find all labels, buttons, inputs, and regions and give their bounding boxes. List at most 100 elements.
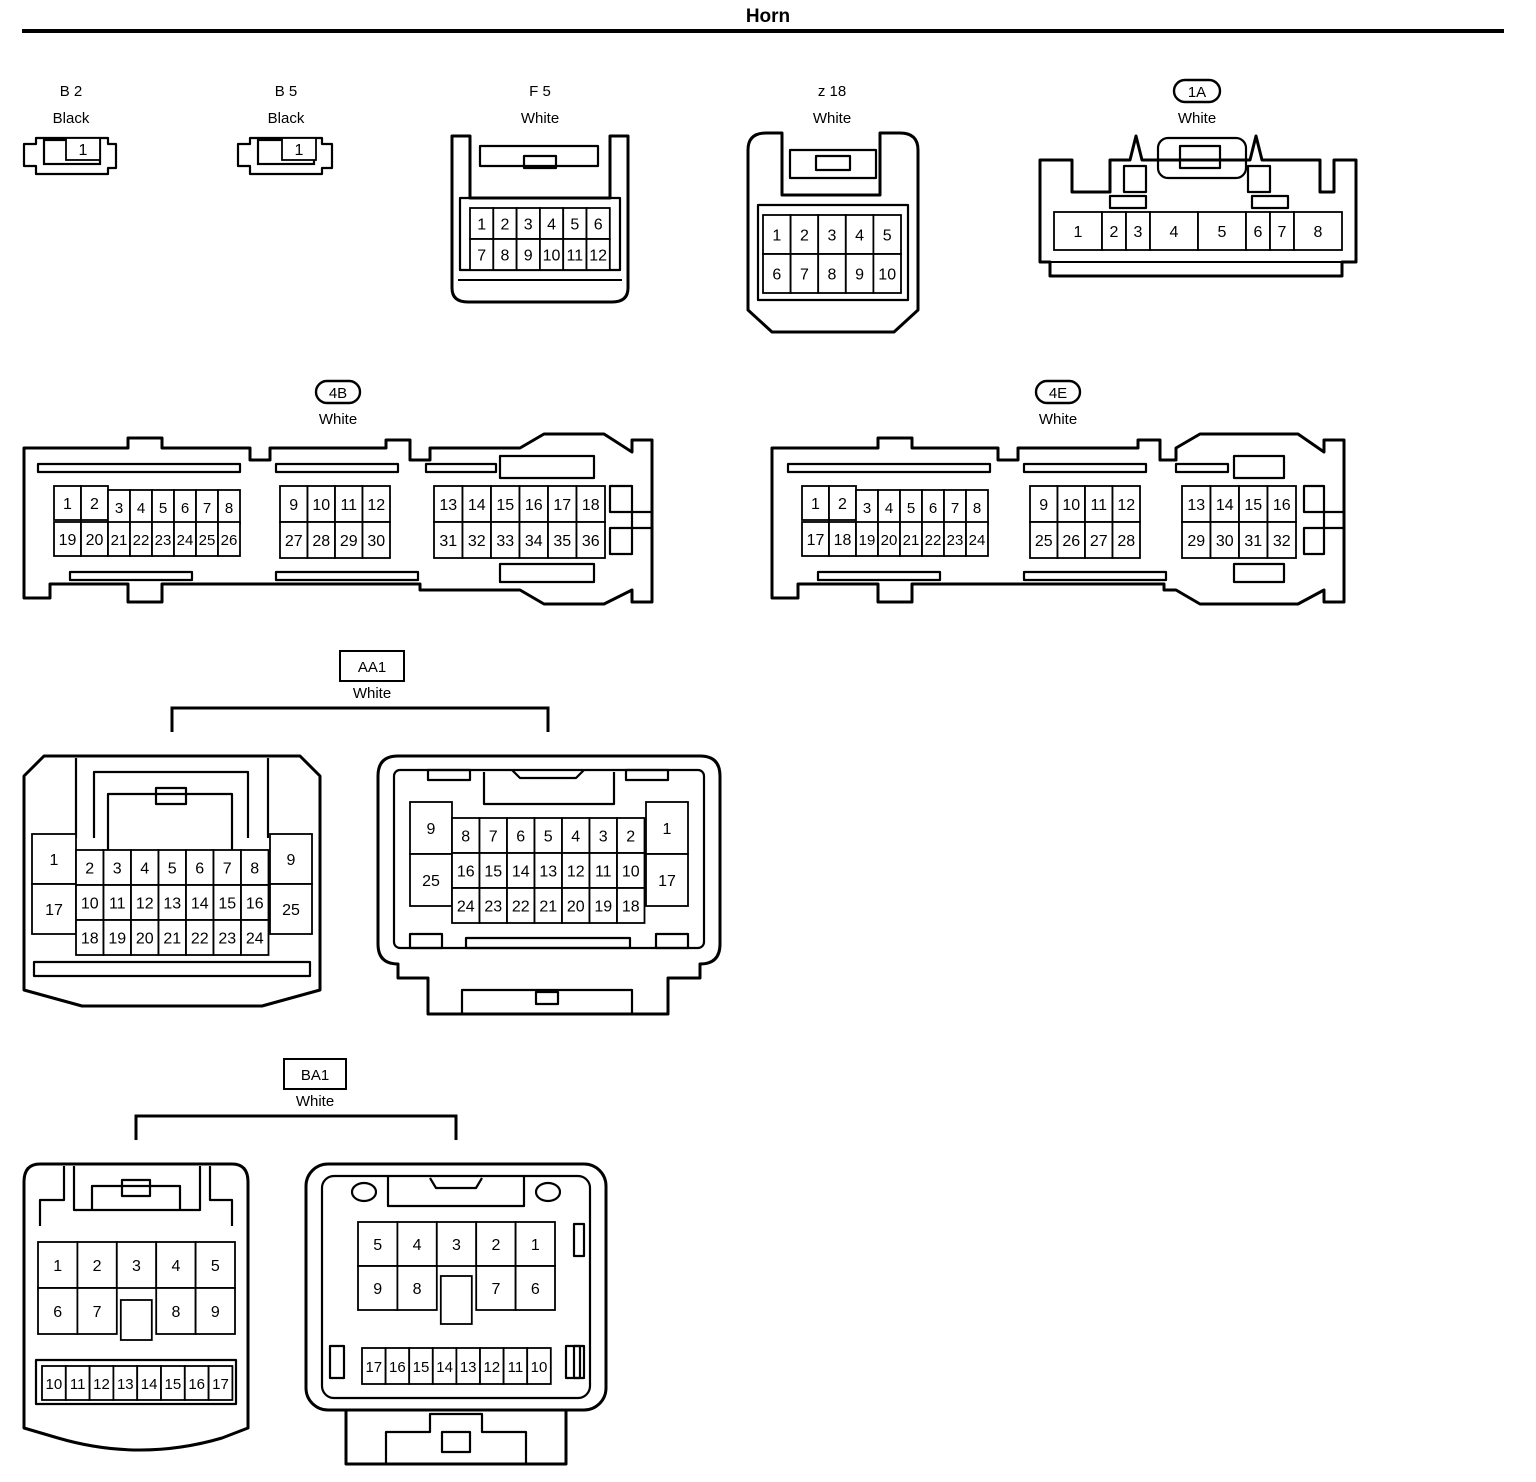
pin-label: 16 [246,896,264,913]
pin-label: 32 [1273,533,1291,550]
connector-f5-id: F 5 [529,83,551,100]
connector-1a-color: White [1178,110,1216,127]
pin-label: 6 [929,500,937,517]
pin-label: 8 [1314,224,1323,241]
pin-label: 27 [285,533,303,550]
pin-label: 10 [878,267,896,284]
pin-cell [585,238,611,271]
pin-cell [1111,485,1141,523]
pin-label: 19 [108,931,126,948]
pin-label: 25 [1035,533,1053,550]
pin-label: 17 [807,532,825,549]
connector-b2-color: Black [53,110,90,127]
page-title: Horn [746,6,790,27]
pin-label: 9 [373,1281,382,1298]
pin-cell [1125,211,1151,251]
pin-label: 13 [460,1359,477,1376]
pin-cell [514,1265,556,1311]
pin-label: 15 [165,1376,182,1393]
pin-label: 20 [567,899,585,916]
pin-label: 4 [1170,224,1179,241]
connector-aa1-right-slot [408,932,444,950]
pin-label: 3 [115,500,123,517]
pin-cell [789,214,820,255]
pin-label: 6 [181,500,189,517]
pin-cell [396,1221,438,1267]
pin-cell [1209,521,1240,559]
pin-label: 6 [594,217,603,234]
pin-label: 14 [512,864,530,881]
pin-label: 4 [885,500,893,517]
pin-label: 10 [46,1376,63,1393]
connector-f5-latch-tab [522,154,558,170]
pin-label: 19 [594,899,612,916]
pin-label: 26 [221,532,238,549]
connector-4e-bar [1232,454,1286,480]
pin-cell [817,214,847,255]
connector-4b-bar [274,570,420,582]
pin-cell [1101,211,1127,251]
connector-b5-color: Black [268,110,305,127]
pin-label: 14 [468,497,486,514]
pin-cell [102,884,132,921]
pin-label: 31 [439,533,457,550]
pin-cell [433,521,464,559]
connector-ba1-right-hole [534,1181,562,1203]
pin-cell [561,887,591,924]
pin-label: 1 [772,228,781,245]
pin-label: 3 [452,1237,461,1254]
pin-label: 1 [63,496,72,513]
connector-f5-color: White [521,110,559,127]
pin-label: 3 [132,1258,141,1275]
connector-aa1-right-tab [624,768,670,782]
connector-4b-bar [424,462,498,474]
connector-1a-key-right [1246,164,1272,194]
pin-cell [478,887,508,924]
pin-label: 12 [483,1359,500,1376]
pin-label: 36 [582,533,600,550]
connector-z18-id: z 18 [818,83,846,100]
pin-label: 21 [163,931,181,948]
pin-cell [409,801,453,855]
pin-cell [762,253,792,294]
pin-label: 15 [496,497,514,514]
connector-4e-bar [1232,562,1286,584]
pin-label: 4 [547,217,556,234]
pin-cell [361,521,391,559]
connector-ba1-right-lock-tab [440,1430,472,1454]
pin-cell [31,883,77,935]
pin-label: 1 [477,217,486,234]
pin-cell [130,919,160,956]
connector-b5-outline [236,136,334,176]
pin-cell [817,253,847,294]
pin-cell [547,521,578,559]
pin-label: 4 [855,228,864,245]
connector-ba1-right-latch [386,1176,526,1208]
pin-cell [37,1241,79,1289]
pin-cell [102,849,132,886]
connector-aa1-left-latch [92,770,250,838]
pin-cell [1149,211,1199,251]
pin-label: 18 [622,899,640,916]
pin-cell [478,852,508,889]
pin-cell [185,849,215,886]
pin-label: 9 [211,1304,220,1321]
connector-ba1-bracket [134,1114,458,1140]
pin-label: 9 [287,852,296,869]
pin-label: 14 [141,1376,158,1393]
pin-cell [490,485,521,523]
pin-label: 10 [1062,497,1080,514]
pin-cell [76,1241,118,1289]
pin-label: 1 [50,852,59,869]
connector-b5-cell [281,137,317,161]
connector-aa1-left-rib [32,960,312,978]
pin-cell [217,521,241,557]
connector-z18-latch-tab [814,154,852,172]
pin-label: 2 [1110,224,1119,241]
pin-label: 4 [413,1237,422,1254]
pin-label: 7 [93,1304,102,1321]
connector-ba1-right-side-slot [564,1344,582,1380]
pin-label: 20 [881,532,898,549]
